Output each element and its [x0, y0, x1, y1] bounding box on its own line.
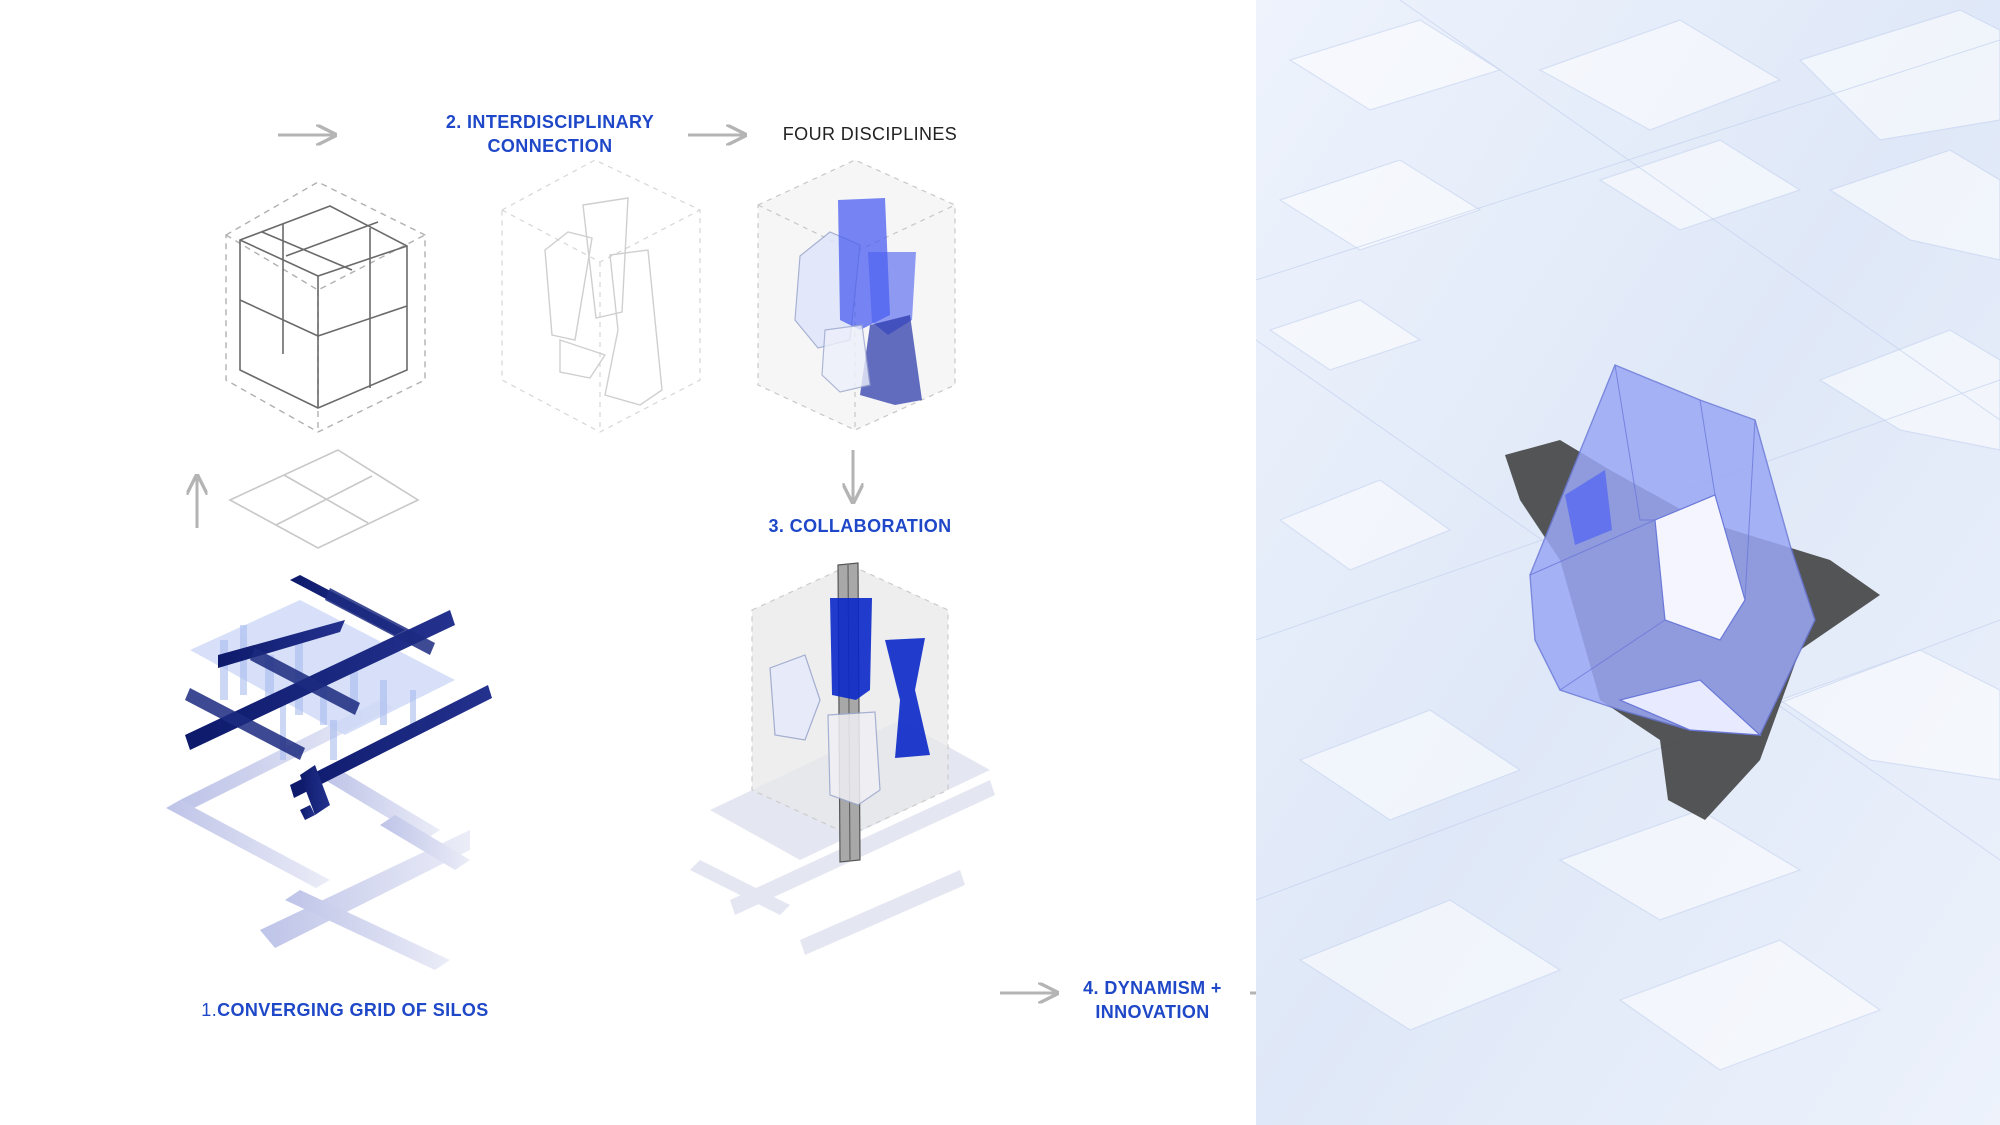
collab-blue-tall	[830, 598, 872, 700]
volume-light-lower	[821, 324, 871, 393]
label-step-1: 1.CONVERGING GRID OF SILOS	[170, 998, 520, 1022]
label-step-2-line2: CONNECTION	[487, 136, 613, 156]
wireframe-grid-box	[225, 181, 426, 433]
label-step-2: 2. INTERDISCIPLINARY CONNECTION	[420, 110, 680, 158]
volume-blue-small	[868, 252, 916, 335]
label-four-disciplines: FOUR DISCIPLINES	[782, 124, 958, 144]
label-step-4: 4. DYNAMISM + INNOVATION	[1050, 976, 1255, 1024]
collaboration-volumes	[690, 562, 995, 955]
collab-blue-right	[885, 638, 930, 758]
label-step-1-text: CONVERGING GRID OF SILOS	[217, 1000, 489, 1020]
collab-light-left	[769, 654, 821, 741]
flow-arrows	[197, 135, 1305, 993]
volume-navy-lower	[860, 315, 922, 405]
floor-plate	[228, 449, 420, 549]
label-step-2-line1: 2. INTERDISCIPLINARY	[445, 112, 655, 132]
label-step-4-line2: INNOVATION	[1095, 1002, 1210, 1022]
city-aerial-view	[1255, 0, 2000, 1125]
collab-light-lower	[827, 711, 881, 806]
interdisciplinary-forms	[501, 159, 701, 433]
label-step-1-number: 1.	[201, 1000, 218, 1020]
label-step-4-line1: 4. DYNAMISM +	[1083, 978, 1222, 998]
innovation-building	[1529, 364, 1816, 736]
four-disciplines-volumes	[757, 159, 956, 431]
grid-of-silos	[166, 575, 492, 970]
label-step-3: 3. COLLABORATION	[768, 516, 952, 536]
